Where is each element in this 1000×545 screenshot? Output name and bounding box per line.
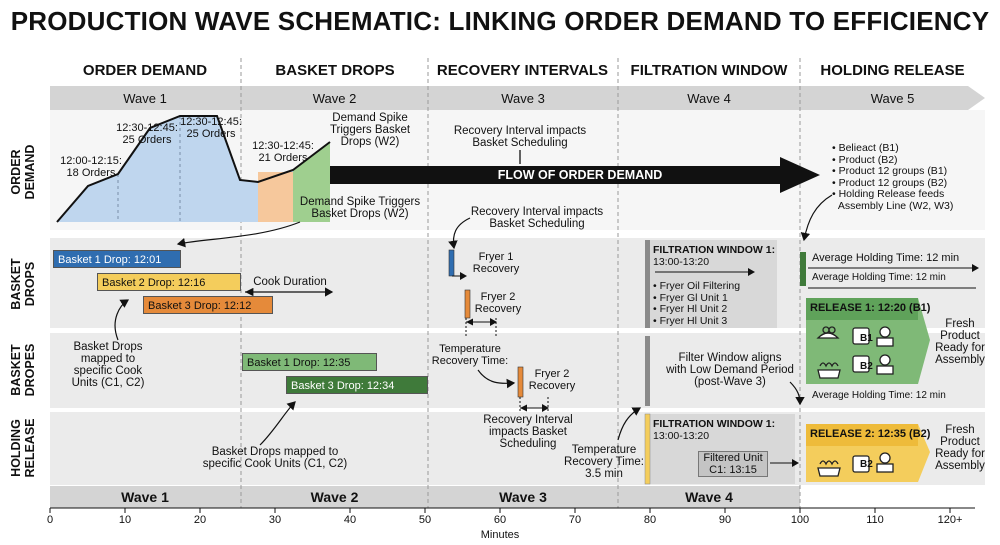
basket-3-drop-bar-2[interactable]: Basket 3 Drop: 12:34 [286,376,428,394]
filtration-item: • Fryer Hl Unit 3 [653,314,728,327]
filtration-item: • Fryer Oil Filtering [653,280,741,292]
wave-label-4: Wave 4 [687,91,731,106]
axis-tick: 60 [493,514,507,526]
wave-band-bottom [50,486,800,508]
flow-arrow [330,157,820,193]
filtration-items-1: • Fryer Oil Filtering • Fryer Gl Unit 1 … [653,280,778,327]
axis-tick: 110 [866,514,884,526]
basket-1-drop-bar[interactable]: Basket 1 Drop: 12:01 [53,250,181,268]
demand-label-d: 12:30-12:45:21 Orders [252,140,314,164]
column-header-recovery-intervals: RECOVERY INTERVALS [436,62,609,79]
release-1-label: RELEASE 1: 12:20 (B1) [810,302,931,314]
avg-holding-a: Average Holding Time: 12 min [812,252,960,264]
wave-label-5: Wave 5 [870,91,915,106]
axis-tick: 30 [268,514,282,526]
wave-label-3: Wave 3 [501,91,545,106]
demand-line [56,115,331,223]
wave-band-top [50,86,985,110]
avg-holding-b: Average Holding Time: 12 min [812,272,946,283]
bullet-item: • Product 12 groups (B2) [832,176,948,189]
holding-bullets: • Belieact (B1) • Product (B2) • Product… [832,142,982,212]
filtration-item: • Fryer Hl Unit 2 [653,303,728,315]
basket-3-drop-bar[interactable]: Basket 3 Drop: 12:12 [143,296,273,314]
flow-arrow-label: FLOW OF ORDER DEMAND [497,168,663,182]
demand-label-a: 12:00-12:15:18 Orders [60,155,122,179]
wave-label-1: Wave 1 [123,91,167,106]
filtration-window-title-1: FILTRATION WINDOW 1:13:00-13:20 [653,244,776,268]
axis-tick: 40 [343,514,357,526]
axis-tick: 0 [46,514,54,526]
column-header-filtration-window: FILTRATION WINDOW [630,62,788,79]
bullet-item: • Product (B2) [832,153,898,166]
page-title: PRODUCTION WAVE SCHEMATIC: LINKING ORDER… [10,6,990,36]
bullet-item: • Belieact (B1) [832,142,899,154]
release-2-label: RELEASE 2: 12:35 (B2) [810,428,931,440]
axis-tick: 90 [718,514,732,526]
axis-tick: 20 [193,514,207,526]
wave-bottom-2: Wave 2 [310,489,359,505]
column-header-basket-drops: BASKET DROPS [275,62,395,79]
demand-label-b: 12:30-12:45:25 Orders [116,122,178,146]
badge-b2: B2 [860,361,873,372]
wave-bottom-1: Wave 1 [121,489,169,505]
axis-tick: 120+ [937,514,963,526]
wave-bottom-4: Wave 4 [685,489,733,505]
bullet-item: • Product 12 groups (B1) [832,165,948,177]
axis-tick: 10 [118,514,132,526]
basket-1-drop-bar-2[interactable]: Basket 1 Drop: 12:35 [242,353,377,371]
badge-b1: B1 [860,333,873,344]
axis-tick: 50 [418,514,432,526]
axis-tick: 70 [568,514,582,526]
filtration-window-title-2: FILTRATION WINDOW 1:13:00-13:20 [653,418,776,442]
wave-label-2: Wave 2 [312,91,357,106]
filtration-item: • Fryer Gl Unit 1 [653,291,728,304]
avg-holding-c: Average Holding Time: 12 min [812,390,946,401]
axis-label: Minutes [480,529,520,541]
column-header-order-demand: ORDER DEMAND [82,62,208,79]
bullet-item: Assembly Line (W2, W3) [837,199,954,212]
column-header-holding-release: HOLDING RELEASE [820,62,965,79]
axis-tick: 80 [643,514,657,526]
badge-b2-release2: B2 [860,459,873,470]
wave-bottom-3: Wave 3 [499,489,547,505]
bullet-item: • Holding Release feeds [832,188,945,200]
filtration-panel-1 [645,240,777,328]
cook-duration-label: Cook Duration [253,276,327,288]
axis-tick: 100 [790,514,810,526]
basket-2-drop-bar[interactable]: Basket 2 Drop: 12:16 [97,273,241,291]
demand-green-segment [293,142,330,222]
demand-label-c: 12:30-12:45:25 Orders [180,116,242,140]
